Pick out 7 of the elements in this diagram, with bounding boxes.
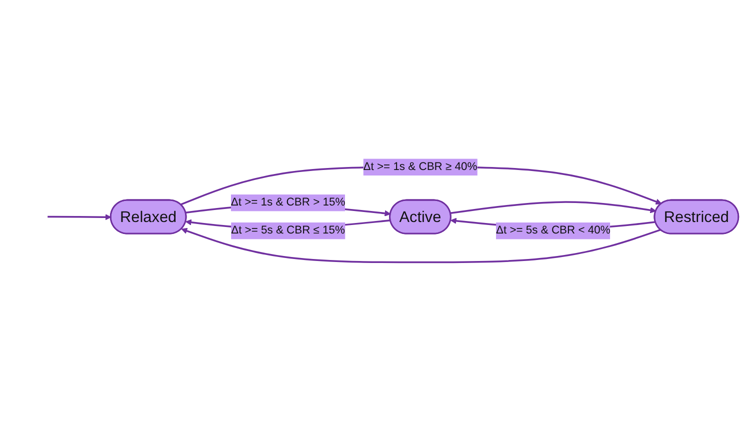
- edge-label: Δt >= 1s & CBR > 15%: [230, 196, 346, 208]
- arrow: [181, 228, 661, 264]
- edge-label: Δt >= 5s & CBR ≤ 15%: [231, 224, 345, 236]
- arrow: [48, 214, 112, 220]
- edge-label: Δt >= 5s & CBR < 40%: [496, 224, 610, 236]
- edge-label: Δt >= 1s & CBR ≥ 40%: [363, 160, 478, 173]
- arrow: [450, 201, 656, 214]
